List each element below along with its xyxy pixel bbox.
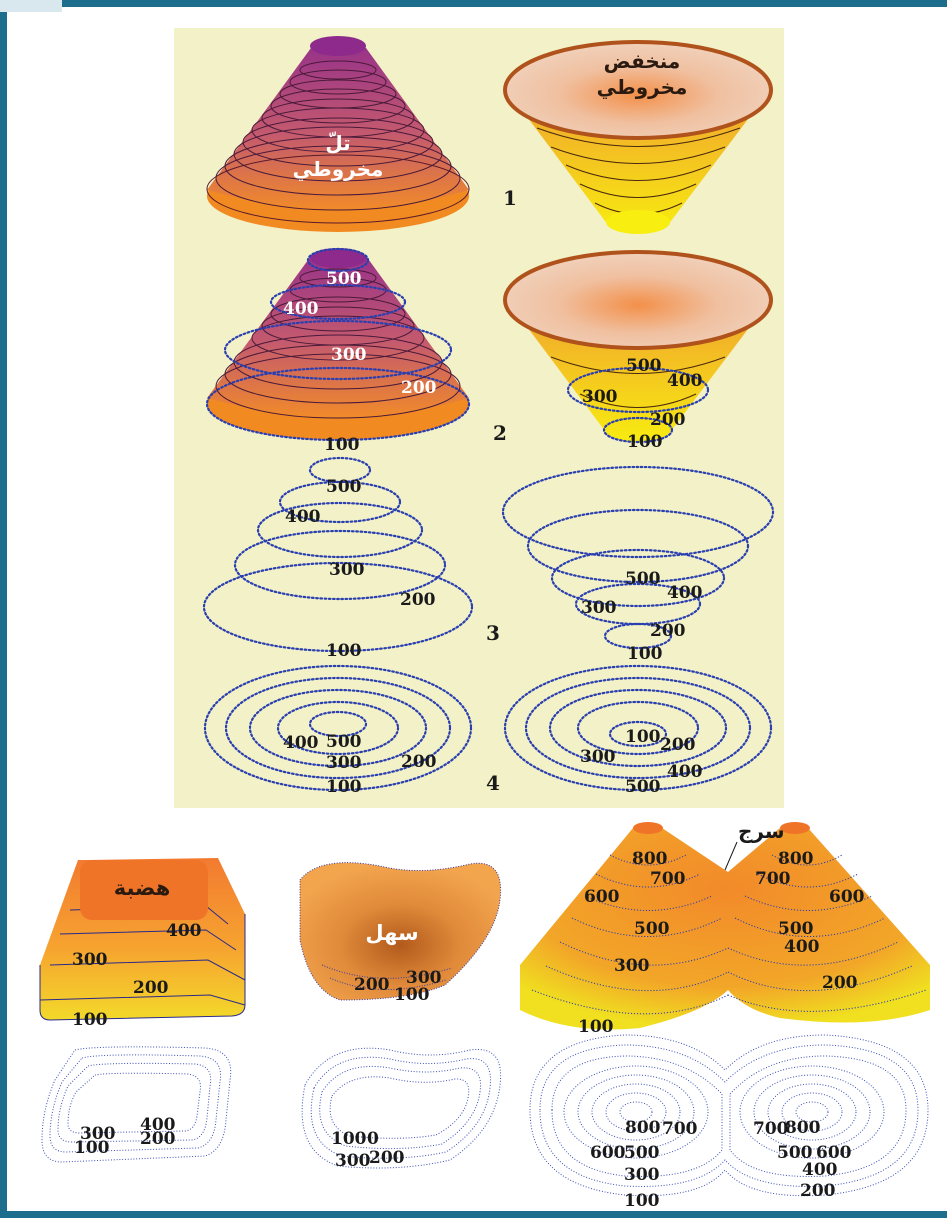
saddle-3d: سرج 800 800 700 700 600 600 500 500 400 … xyxy=(520,819,930,1037)
saddle-level-500-right: 500 xyxy=(778,919,814,939)
depression-float-500: 500 xyxy=(625,569,661,589)
depression-float-300: 300 xyxy=(581,598,617,618)
saddle-level-100: 100 xyxy=(578,1017,614,1037)
plain-contour-map: 100 0 300 200 xyxy=(301,1047,502,1171)
plain-level-300: 300 xyxy=(406,968,442,988)
hill-contour-100: 100 xyxy=(324,435,360,455)
plain-level-100: 100 xyxy=(394,985,430,1005)
hill-3d-with-contours: 500 400 300 200 100 xyxy=(205,247,471,455)
hill-3d-solid: تلّ مخروطي xyxy=(206,36,470,232)
depression-3d-with-contours: 500 400 300 200 100 xyxy=(503,250,773,452)
depression-title-line2: مخروطي xyxy=(597,75,688,100)
depression-floating-contours: 500 400 300 200 100 xyxy=(501,465,775,664)
plateau-level-300: 300 xyxy=(72,950,108,970)
saddle-level-700-left: 700 xyxy=(650,869,686,889)
hill-float-400: 400 xyxy=(285,507,321,527)
hill-float-100: 100 xyxy=(326,641,362,661)
saddle-map-100: 100 xyxy=(624,1191,660,1211)
hill-contour-500: 500 xyxy=(326,269,362,289)
saddle-level-600-left: 600 xyxy=(584,887,620,907)
plateau-map-400: 400 xyxy=(140,1115,176,1135)
saddle-map-400: 400 xyxy=(802,1160,838,1180)
saddle-level-600-right: 600 xyxy=(829,887,865,907)
hill-float-500: 500 xyxy=(326,477,362,497)
plain-3d: سهل 300 200 100 xyxy=(299,862,502,1005)
saddle-map-600-left: 600 xyxy=(590,1143,626,1163)
saddle-title: سرج xyxy=(738,819,785,843)
depression-contour-100: 100 xyxy=(627,432,663,452)
saddle-map-700-left: 700 xyxy=(662,1119,698,1139)
depression-map-400: 400 xyxy=(667,762,703,782)
depression-float-100: 100 xyxy=(627,644,663,664)
hill-title-line1: تلّ xyxy=(325,131,350,155)
depression-contour-map: 100 200 300 400 500 xyxy=(503,664,773,797)
plateau-map-200: 200 xyxy=(140,1129,176,1149)
saddle-map-300: 300 xyxy=(624,1165,660,1185)
saddle-map-600-right: 600 xyxy=(816,1143,852,1163)
hill-float-300: 300 xyxy=(329,560,365,580)
row-number-4: 4 xyxy=(486,771,500,795)
depression-contour-400: 400 xyxy=(667,371,703,391)
saddle-level-800-left: 800 xyxy=(632,849,668,869)
plain-map-0: 0 xyxy=(367,1129,379,1149)
saddle-map-200: 200 xyxy=(800,1181,836,1201)
hill-map-300: 300 xyxy=(326,753,362,773)
saddle-contour-map: 800 800 700 700 600 600 500 500 400 300 … xyxy=(529,1034,929,1211)
depression-map-200: 200 xyxy=(660,735,696,755)
plain-level-200: 200 xyxy=(354,975,390,995)
plateau-map-300: 300 xyxy=(80,1124,116,1144)
depression-map-300: 300 xyxy=(580,747,616,767)
hill-title-line2: مخروطي xyxy=(293,157,384,182)
plateau-level-100: 100 xyxy=(72,1010,108,1030)
row-number-1: 1 xyxy=(503,186,517,210)
saddle-level-700-right: 700 xyxy=(755,869,791,889)
depression-float-200: 200 xyxy=(650,621,686,641)
row-number-3: 3 xyxy=(486,621,500,645)
depression-contour-200: 200 xyxy=(650,410,686,430)
plateau-3d: هضبة 400 300 200 100 xyxy=(39,858,246,1030)
plateau-level-200: 200 xyxy=(133,978,169,998)
depression-map-500: 500 xyxy=(625,777,661,797)
plain-map-100: 100 xyxy=(331,1129,367,1149)
saddle-level-500-left: 500 xyxy=(634,919,670,939)
saddle-level-400: 400 xyxy=(784,937,820,957)
hill-contour-map: 500 400 300 200 100 xyxy=(203,664,473,797)
hill-map-200: 200 xyxy=(401,752,437,772)
plain-map-200: 200 xyxy=(369,1148,405,1168)
plateau-map-100: 100 xyxy=(74,1138,110,1158)
hill-contour-200: 200 xyxy=(401,378,437,398)
saddle-map-800-right: 800 xyxy=(785,1118,821,1138)
plain-title: سهل xyxy=(365,921,418,945)
plateau-title: هضبة xyxy=(114,876,171,900)
hill-floating-contours: 500 400 300 200 100 xyxy=(202,456,474,661)
hill-float-200: 200 xyxy=(400,590,436,610)
depression-contour-300: 300 xyxy=(582,387,618,407)
hill-map-400: 400 xyxy=(283,733,319,753)
depression-float-400: 400 xyxy=(667,583,703,603)
saddle-map-500-right: 500 xyxy=(777,1143,813,1163)
plain-map-300: 300 xyxy=(335,1151,371,1171)
hill-map-500: 500 xyxy=(326,732,362,752)
frame-corner xyxy=(0,0,62,12)
hill-contour-300: 300 xyxy=(331,345,367,365)
plateau-level-400: 400 xyxy=(166,921,202,941)
saddle-map-700-right: 700 xyxy=(753,1119,789,1139)
saddle-level-200: 200 xyxy=(822,973,858,993)
saddle-level-800-right: 800 xyxy=(778,849,814,869)
saddle-level-300: 300 xyxy=(614,956,650,976)
depression-contour-500: 500 xyxy=(626,356,662,376)
depression-3d-solid: منخفض مخروطي xyxy=(503,40,773,234)
saddle-map-800-left: 800 xyxy=(625,1118,661,1138)
saddle-map-500-left: 500 xyxy=(624,1143,660,1163)
depression-map-100: 100 xyxy=(625,727,661,747)
depression-title-line1: منخفض xyxy=(604,49,681,73)
plateau-contour-map: 400 300 200 100 xyxy=(41,1046,232,1163)
hill-map-100: 100 xyxy=(326,777,362,797)
row-number-2: 2 xyxy=(493,421,507,445)
hill-contour-400: 400 xyxy=(283,299,319,319)
